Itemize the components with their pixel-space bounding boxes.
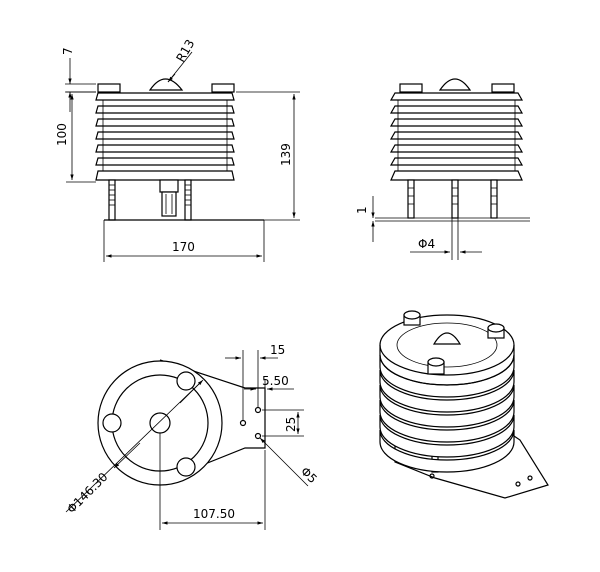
side-right-post xyxy=(491,83,515,93)
iso-base-plate xyxy=(394,429,549,499)
top-post-lower xyxy=(176,457,196,477)
iso-dome xyxy=(432,332,462,345)
dim-hole-offset: 5.50 xyxy=(262,374,289,388)
dim-body-height: 100 xyxy=(55,123,69,146)
front-view: 7 R13 100 139 170 xyxy=(55,37,300,262)
top-mount-hole-lower xyxy=(254,432,262,440)
top-post-left xyxy=(102,413,122,433)
side-left-post xyxy=(399,83,423,93)
dim-center-to-bracket: 107.50 xyxy=(193,507,235,521)
top-mount-hole-left xyxy=(239,419,247,427)
front-bolts xyxy=(108,179,192,221)
top-center-hole xyxy=(149,412,171,434)
dim-top-gap: 7 xyxy=(61,47,75,55)
dim-hole-diameter: Φ5 xyxy=(298,464,320,486)
dim-bracket-width: 15 xyxy=(270,343,285,357)
iso-louvres xyxy=(379,354,515,473)
dim-disc-diameter: Φ146.30 xyxy=(64,470,110,516)
dim-radius: R13 xyxy=(173,37,197,64)
dim-width: 170 xyxy=(172,240,195,254)
front-right-post xyxy=(211,83,235,93)
dim-hole-spacing: 25 xyxy=(284,417,298,432)
front-left-post xyxy=(97,83,121,93)
isometric-view xyxy=(379,310,549,499)
side-dome xyxy=(438,78,472,91)
iso-posts xyxy=(403,310,505,375)
side-louvres xyxy=(389,92,524,181)
top-bracket xyxy=(159,359,266,483)
top-post-upper xyxy=(176,371,196,391)
dim-total-height: 139 xyxy=(279,143,293,166)
top-mount-hole-upper xyxy=(254,406,262,414)
front-sensor-probe xyxy=(159,179,179,217)
side-bolts xyxy=(407,179,498,219)
top-dome xyxy=(148,78,184,91)
top-view: Φ146.30 15 5.50 25 Φ5 107.50 xyxy=(64,343,320,530)
front-louvres xyxy=(95,92,235,181)
side-view: 1 Φ4 xyxy=(355,78,530,260)
dim-base-gap: 1 xyxy=(355,206,369,214)
dim-bolt-diameter: Φ4 xyxy=(418,237,435,251)
